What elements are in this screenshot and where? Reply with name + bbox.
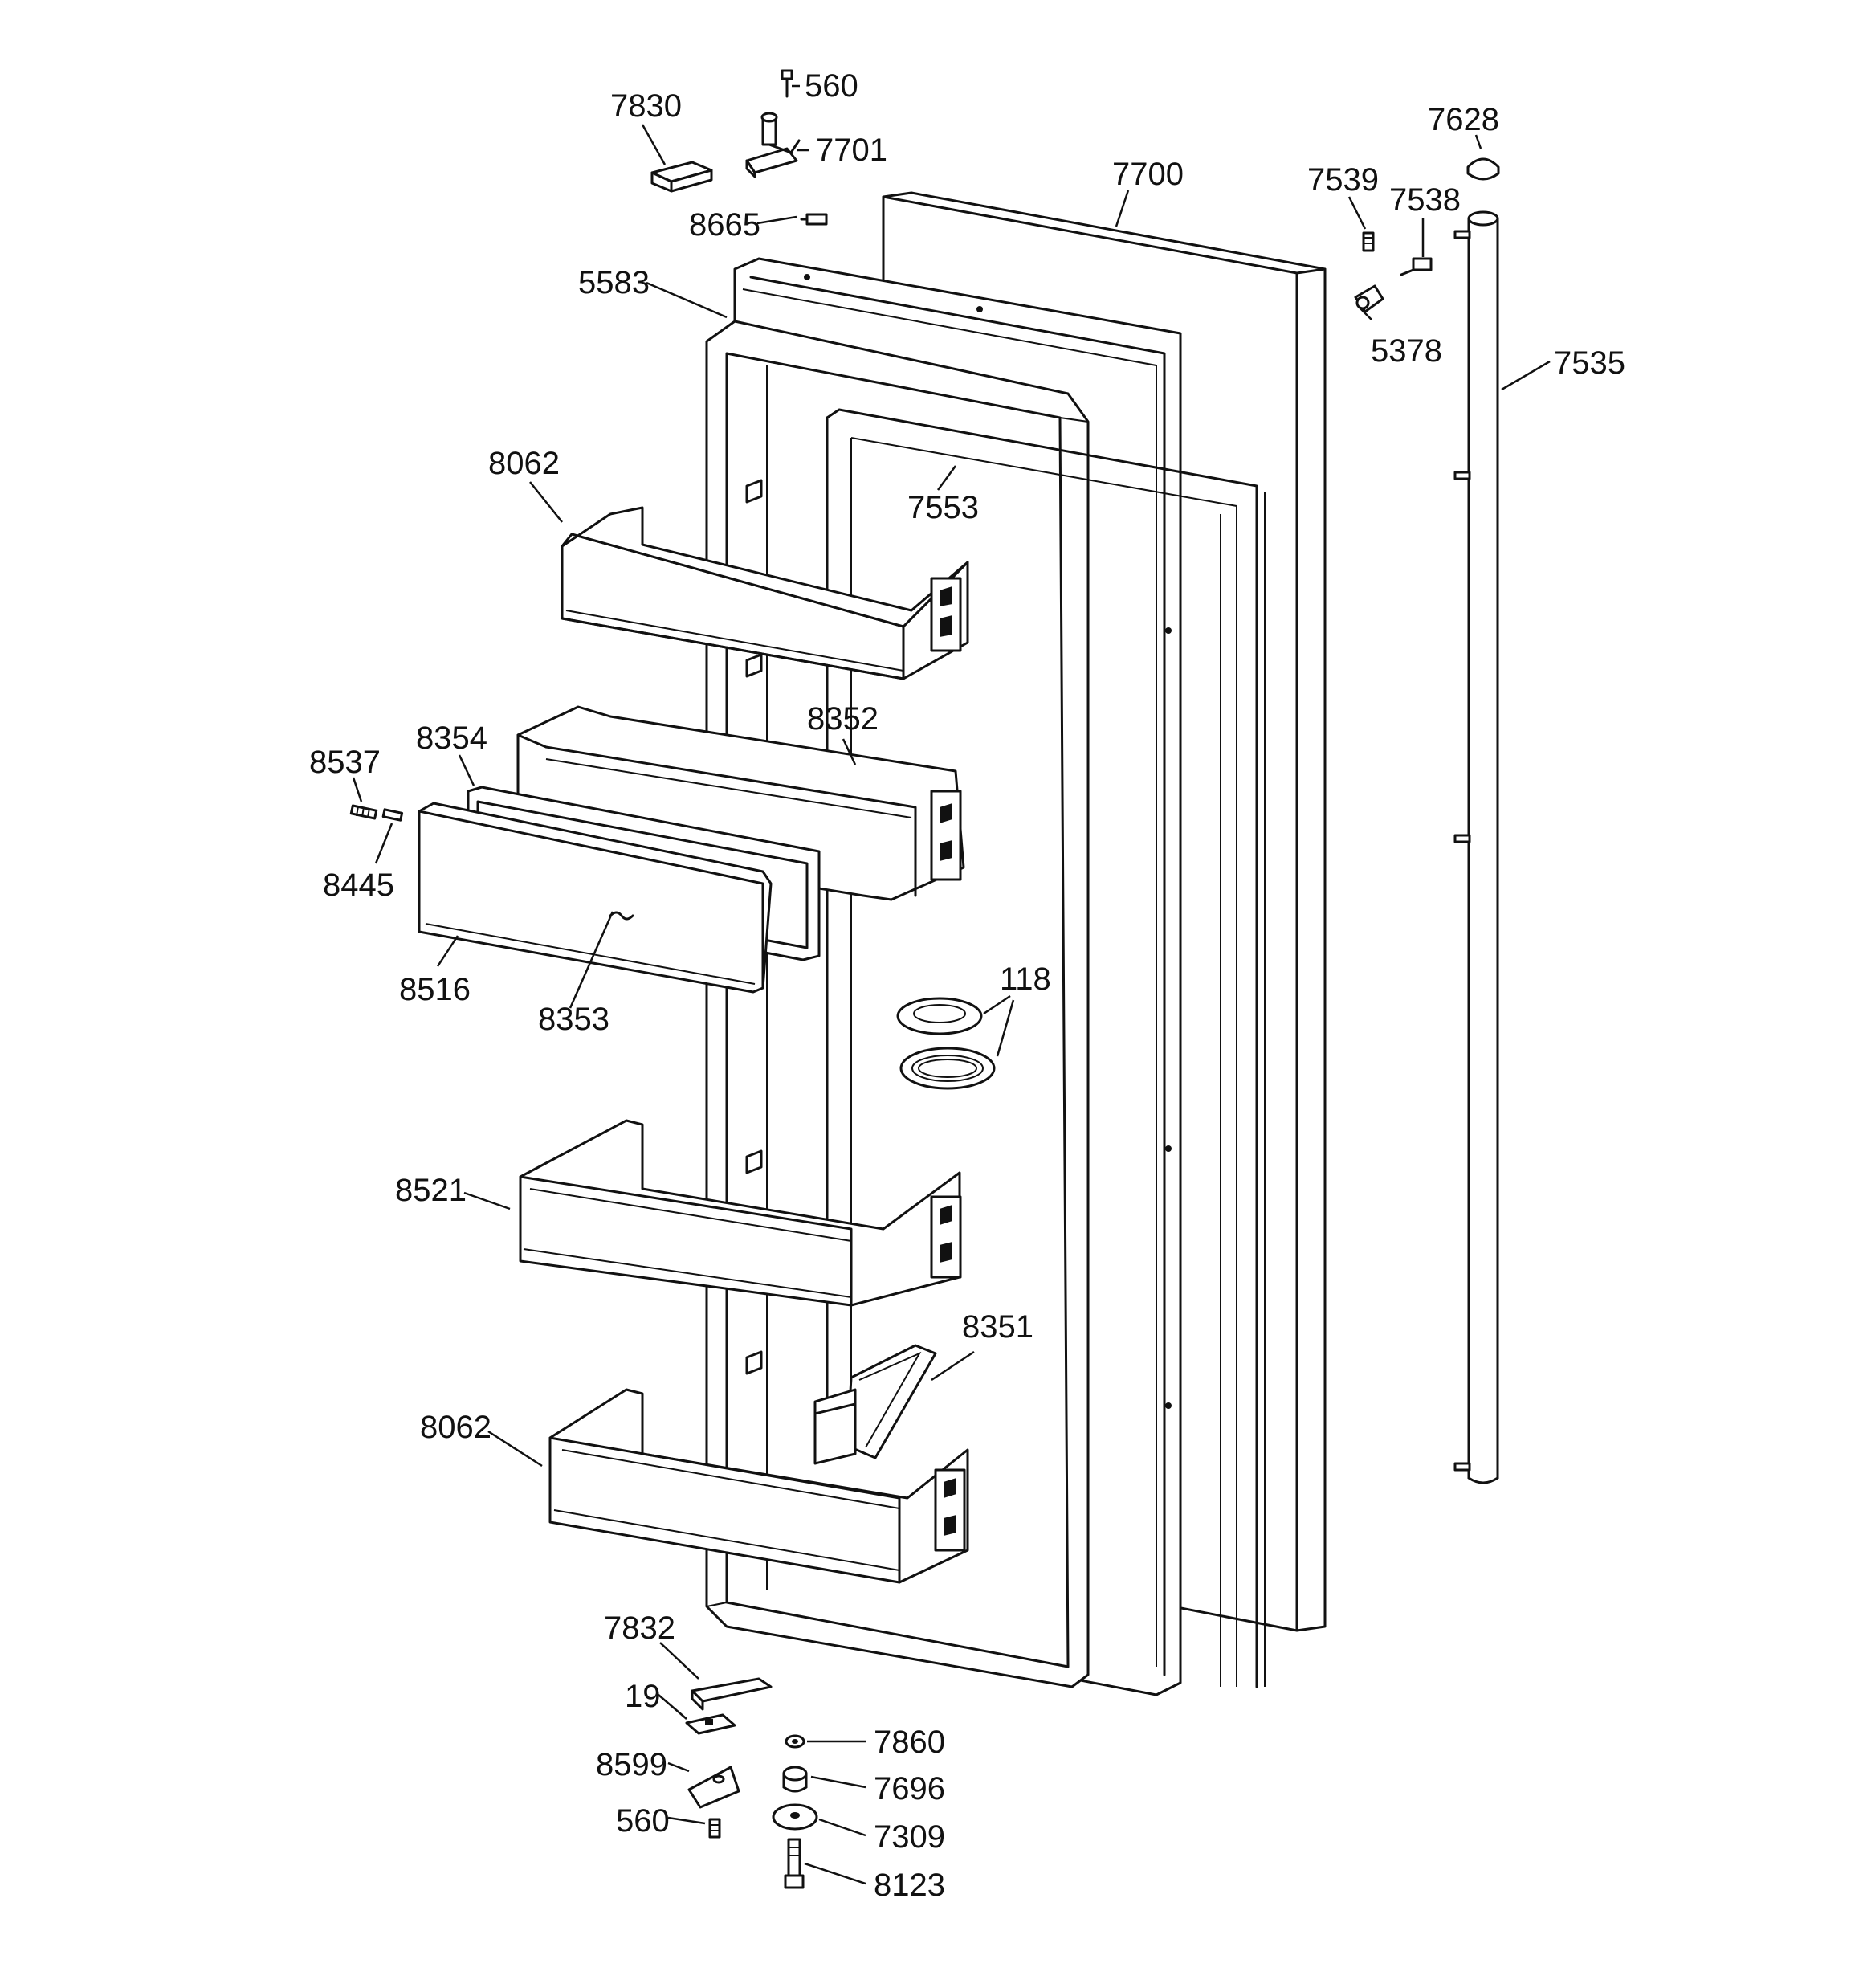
label-19: 19: [625, 1679, 661, 1714]
label-8123: 8123: [874, 1868, 945, 1903]
bottom-hinge-cover-7832: [691, 1677, 773, 1711]
hinge-pin-rod: [1453, 210, 1499, 1484]
washer-7860: [785, 1734, 805, 1749]
bushing-7696: [782, 1766, 808, 1793]
screw-7538: [1400, 257, 1433, 276]
hinge-cap: [1466, 157, 1500, 181]
label-7860: 7860: [874, 1725, 945, 1760]
door-bin-middle: [519, 1119, 962, 1307]
label-560-top: 560: [805, 68, 858, 104]
label-8665: 8665: [689, 207, 760, 243]
screw-560-bottom: [708, 1818, 721, 1839]
set-screw: [1362, 231, 1375, 252]
part-labels: 560 7830 7701 8665 7700 7628 7539 7538 5…: [309, 68, 1625, 1903]
label-8516: 8516: [399, 972, 471, 1007]
label-7309: 7309: [874, 1819, 945, 1855]
label-7553: 7553: [907, 490, 979, 525]
label-7535: 7535: [1554, 345, 1625, 381]
shim-19: [685, 1713, 736, 1735]
spring-8537: [349, 804, 378, 820]
light-cover-118: [896, 997, 996, 1090]
label-8062-top: 8062: [488, 446, 560, 481]
door-inner-liner: [705, 320, 1090, 1688]
bolt-8123: [784, 1838, 805, 1889]
top-hinge-7701: [745, 112, 801, 178]
label-118: 118: [1000, 961, 1051, 997]
hinge-cover-7830: [650, 161, 713, 193]
label-8599: 8599: [596, 1747, 667, 1782]
light-module-8351: [813, 1344, 937, 1465]
screw-8665: [800, 213, 828, 226]
dairy-door: [418, 802, 773, 994]
label-8353: 8353: [538, 1002, 609, 1037]
label-560-bottom: 560: [616, 1803, 670, 1839]
label-8354: 8354: [416, 720, 487, 756]
hinge-block: [1354, 284, 1384, 313]
label-7539: 7539: [1307, 162, 1379, 198]
label-7700: 7700: [1112, 157, 1184, 192]
label-5378: 5378: [1371, 333, 1442, 369]
label-7701: 7701: [816, 133, 887, 168]
label-7538: 7538: [1389, 182, 1461, 218]
label-8062-bottom: 8062: [420, 1410, 491, 1445]
label-7832: 7832: [604, 1610, 675, 1646]
pin-8445: [381, 808, 404, 822]
leader-lines: [352, 84, 1551, 1885]
door-bin-bottom: [548, 1388, 969, 1584]
label-8351: 8351: [962, 1309, 1033, 1345]
label-7696: 7696: [874, 1771, 945, 1806]
label-8521: 8521: [395, 1173, 467, 1208]
label-8537: 8537: [309, 745, 381, 780]
label-5583: 5583: [578, 265, 650, 300]
label-7830: 7830: [610, 88, 682, 124]
door-bin-top: [561, 506, 969, 680]
screw-560-top: [781, 69, 793, 98]
washer-7309: [772, 1803, 818, 1831]
bottom-hinge-8599: [687, 1766, 740, 1809]
label-8445: 8445: [323, 867, 394, 903]
label-7628: 7628: [1428, 102, 1499, 137]
label-8352: 8352: [807, 701, 879, 737]
